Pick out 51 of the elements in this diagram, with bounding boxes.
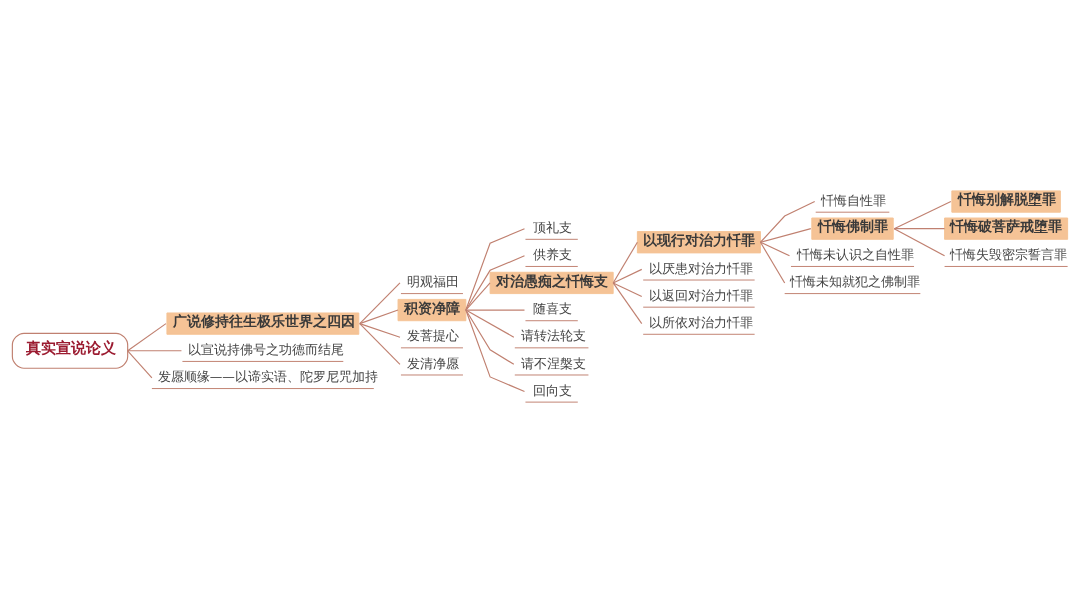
node-text: 以宣说持佛号之功德而结尾 <box>188 341 345 357</box>
node-text: 请转法轮支 <box>520 327 586 343</box>
node-text: 回向支 <box>532 382 572 398</box>
node-box: 忏悔别解脱堕罪 <box>951 189 1061 213</box>
node-text: 随喜支 <box>532 300 572 316</box>
node-text: 发菩提心 <box>406 327 459 343</box>
connector <box>359 322 401 365</box>
connector <box>465 281 491 311</box>
connector <box>759 227 812 243</box>
connector <box>465 309 526 392</box>
node-text: 供养支 <box>532 246 572 262</box>
node-text: 请不涅槃支 <box>520 355 586 371</box>
connector <box>893 200 952 229</box>
connector <box>127 349 183 351</box>
connector <box>759 200 816 243</box>
connector <box>612 281 643 324</box>
connector <box>612 268 643 283</box>
node-text: 发清净愿 <box>406 355 459 371</box>
connector <box>359 322 401 338</box>
node-box: 以现行对治力忏罪 <box>636 230 761 253</box>
node-text: 忏悔自性罪 <box>821 192 887 208</box>
node-text: 顶礼支 <box>532 219 572 235</box>
node-box: 广说修持往生极乐世界之四因 <box>166 312 360 335</box>
connector <box>759 241 791 256</box>
connector <box>759 241 786 283</box>
connector <box>893 227 946 256</box>
connector <box>612 241 638 283</box>
node-text: 以所依对治力忏罪 <box>649 314 754 330</box>
node-text: 忏悔失毁密宗誓言罪 <box>950 246 1068 262</box>
connector <box>359 281 401 324</box>
connector <box>612 281 643 297</box>
node-text: 发愿顺缘——以谛实语、陀罗尼咒加持 <box>157 368 378 384</box>
node-box: 忏悔破菩萨戒堕罪 <box>944 217 1069 240</box>
connector <box>465 309 526 311</box>
node-text: 明观福田 <box>406 273 459 289</box>
node-text: 以厌患对治力忏罪 <box>649 260 754 276</box>
node-text: 忏悔未认识之自性罪 <box>796 246 914 262</box>
node-box: 真实宣说论义 <box>11 332 129 369</box>
node-box: 积资净障 <box>397 298 467 321</box>
node-box: 对治愚痴之忏悔支 <box>489 271 614 294</box>
connector <box>127 349 153 378</box>
connector <box>465 309 515 365</box>
connector <box>893 227 946 229</box>
node-box: 忏悔佛制罪 <box>811 217 894 240</box>
connector <box>465 254 526 311</box>
node-text: 以返回对治力忏罪 <box>649 287 754 303</box>
node-text: 忏悔未知就犯之佛制罪 <box>790 273 921 289</box>
connector <box>465 309 515 338</box>
connector <box>359 309 399 324</box>
connector <box>127 322 167 351</box>
connector <box>465 227 526 311</box>
